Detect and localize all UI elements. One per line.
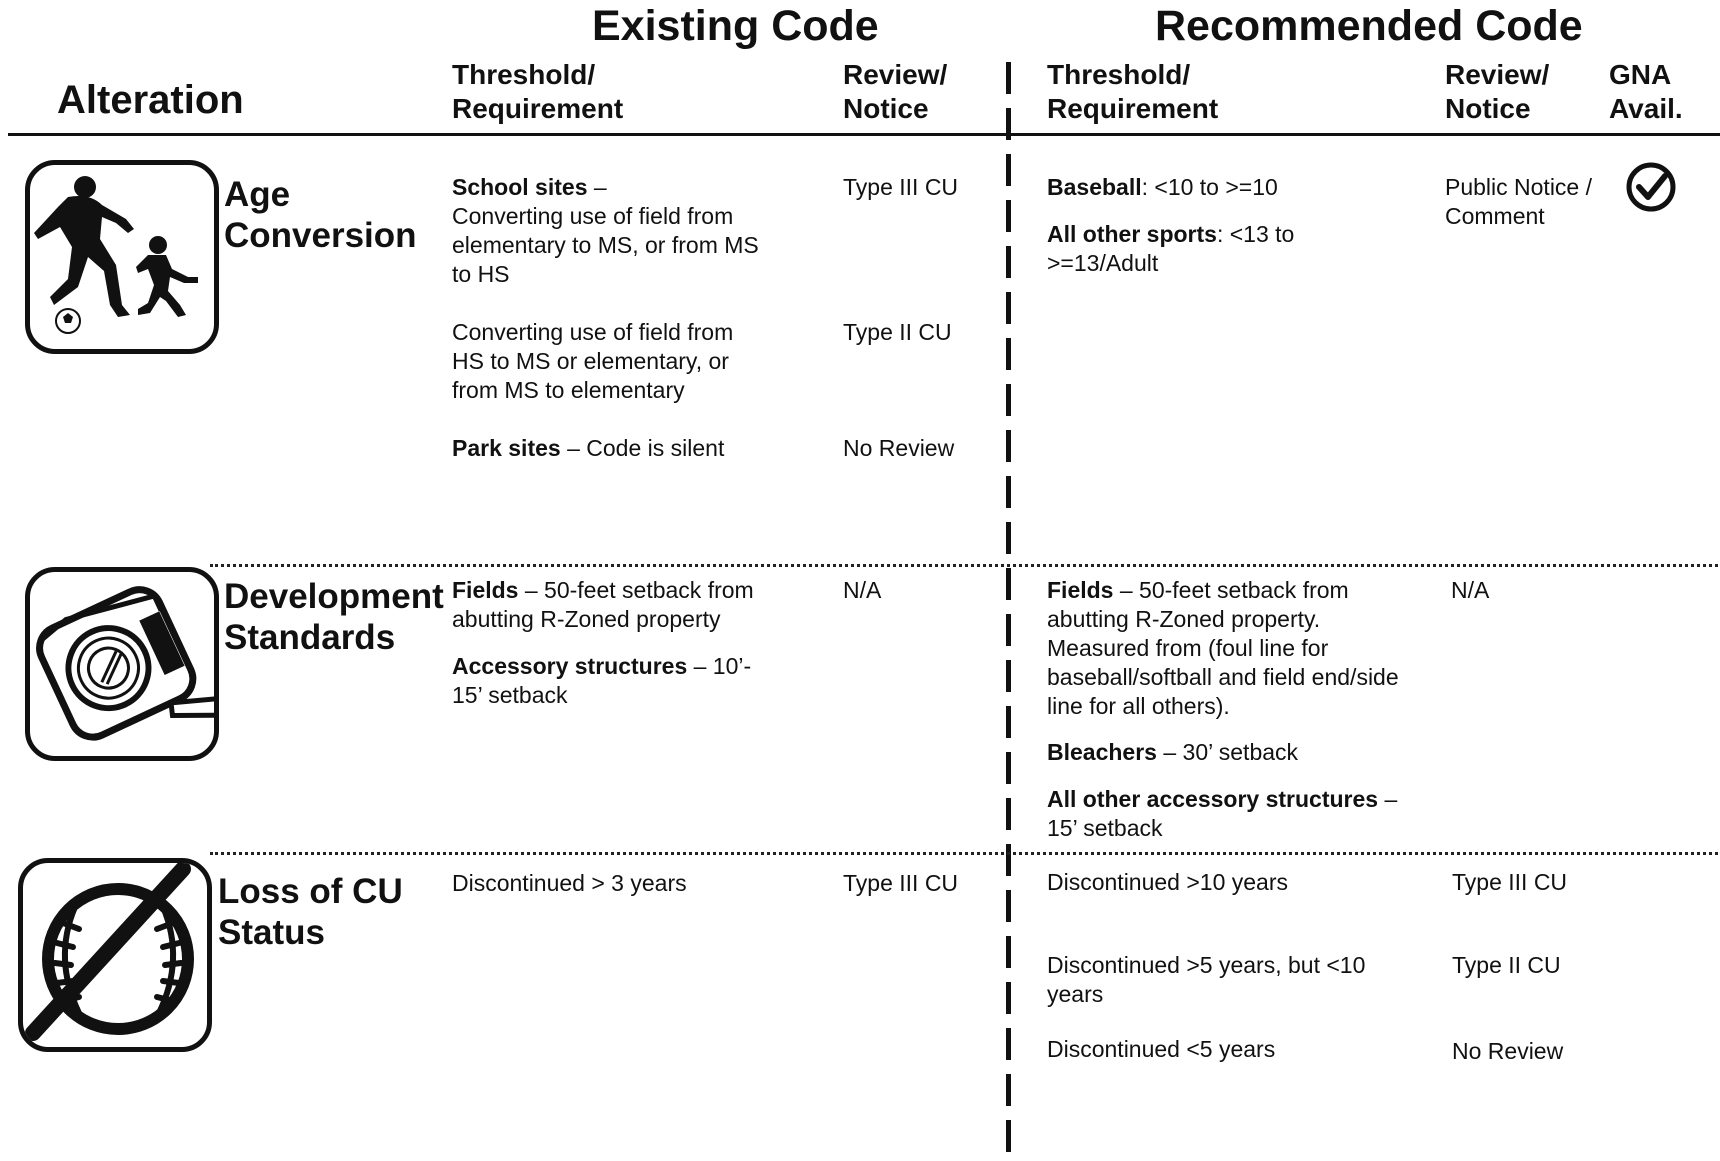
no-baseball-icon — [18, 858, 212, 1052]
age-recommended-baseball: Baseball: <10 to >=10 — [1047, 173, 1387, 202]
text-line: Comment — [1445, 203, 1545, 229]
text-line: line for all others). — [1047, 693, 1230, 719]
header-line: Threshold/ — [452, 59, 596, 90]
dev-recommended-accessory: All other accessory structures – 15’ set… — [1047, 785, 1427, 843]
age-park-sites-text: Park sites – Code is silent — [452, 434, 724, 463]
alteration-header: Alteration — [57, 78, 244, 122]
text-line: 15’ setback — [1047, 815, 1163, 841]
text-line: abutting R-Zoned property — [452, 606, 721, 632]
age-school-review: Type III CU — [843, 174, 959, 200]
school-sites-label: School sites — [452, 174, 588, 200]
text-span: – — [1378, 786, 1398, 812]
recommended-threshold-header: Threshold/ Requirement — [1047, 58, 1218, 126]
alteration-name-line: Age — [224, 175, 291, 214]
loss-recommended-r2-review: Type II CU — [1452, 952, 1561, 978]
header-line: Requirement — [452, 93, 624, 124]
header-line: Requirement — [1047, 93, 1219, 124]
dev-existing-fields: Fields – 50-feet setback from abutting R… — [452, 576, 792, 634]
all-other-accessory-label: All other accessory structures — [1047, 786, 1379, 812]
alteration-name-line: Status — [218, 913, 325, 952]
text-line: Converting use of field from — [452, 319, 734, 345]
gna-header: GNA Avail. — [1609, 58, 1683, 126]
loss-recommended-r3-review: No Review — [1452, 1038, 1564, 1064]
text-span: – — [587, 174, 607, 200]
dev-recommended-bleachers: Bleachers – 30’ setback — [1047, 738, 1427, 767]
header-line: GNA — [1609, 59, 1672, 90]
alteration-name-line: Standards — [224, 618, 396, 657]
dev-recommended-fields: Fields – 50-feet setback from abutting R… — [1047, 576, 1427, 721]
baseball-label: Baseball — [1047, 174, 1142, 200]
fields-label: Fields — [452, 577, 519, 603]
age-recommended-other-sports: All other sports: <13 to >=13/Adult — [1047, 220, 1387, 278]
existing-threshold-header: Threshold/ Requirement — [452, 58, 623, 126]
text-line: HS to MS or elementary, or — [452, 348, 729, 374]
text-line: 15’ setback — [452, 682, 568, 708]
bleachers-label: Bleachers — [1047, 739, 1157, 765]
alteration-name-line: Conversion — [224, 216, 417, 255]
recommended-review-header: Review/ Notice — [1445, 58, 1549, 126]
loss-existing-text: Discontinued > 3 years — [452, 870, 687, 896]
age-converting-review: Type II CU — [843, 319, 952, 345]
header-line: Review/ — [843, 59, 948, 90]
text-span: – 50-feet setback from — [1113, 577, 1349, 603]
alteration-name-line: Development — [224, 577, 444, 616]
age-park-review: No Review — [843, 435, 955, 461]
header-line: Review/ — [1445, 59, 1550, 90]
loss-recommended-r1: Discontinued >10 years — [1047, 869, 1289, 895]
text-line: baseball/softball and field end/side — [1047, 664, 1399, 690]
accessory-structures-label: Accessory structures — [452, 653, 688, 679]
text-span: – 10’- — [687, 653, 752, 679]
soccer-players-icon — [25, 160, 219, 354]
text-span: – 30’ setback — [1156, 739, 1299, 765]
age-school-sites-text: School sites – Converting use of field f… — [452, 173, 792, 289]
text-span: : <13 to — [1216, 221, 1295, 247]
alteration-name-line: Loss of CU — [218, 872, 403, 911]
text-line: Discontinued >5 years, but <10 — [1047, 952, 1366, 978]
dev-recommended-review: N/A — [1451, 577, 1490, 603]
text-span: – Code is silent — [560, 435, 725, 461]
text-line: years — [1047, 981, 1104, 1007]
text-span: : <10 to >=10 — [1141, 174, 1278, 200]
age-recommended-review: Public Notice / Comment — [1445, 173, 1592, 231]
other-sports-label: All other sports — [1047, 221, 1217, 247]
row-divider — [210, 852, 1718, 855]
dev-existing-accessory: Accessory structures – 10’- 15’ setback — [452, 652, 792, 710]
text-line: >=13/Adult — [1047, 250, 1159, 276]
text-line: abutting R-Zoned property. — [1047, 606, 1321, 632]
park-sites-label: Park sites — [452, 435, 561, 461]
header-line: Notice — [843, 93, 929, 124]
header-line: Threshold/ — [1047, 59, 1191, 90]
loss-existing-review: Type III CU — [843, 870, 959, 896]
loss-recommended-r1-review: Type III CU — [1452, 869, 1568, 895]
dev-existing-review: N/A — [843, 577, 882, 603]
header-rule — [8, 133, 1720, 136]
alteration-loss-of-cu-status: Loss of CU Status — [218, 871, 403, 953]
text-line: Public Notice / — [1445, 174, 1593, 200]
text-line: from MS to elementary — [452, 377, 685, 403]
checkmark-circle-icon — [1625, 161, 1677, 218]
header-line: Avail. — [1609, 93, 1683, 124]
loss-recommended-r3: Discontinued <5 years — [1047, 1036, 1276, 1062]
existing-code-title: Existing Code — [592, 2, 879, 50]
existing-review-header: Review/ Notice — [843, 58, 947, 126]
header-line: Notice — [1445, 93, 1531, 124]
text-line: Converting use of field from — [452, 203, 734, 229]
fields-label: Fields — [1047, 577, 1114, 603]
row-divider — [210, 564, 1718, 567]
tape-measure-icon — [25, 567, 219, 761]
text-line: Measured from (foul line for — [1047, 635, 1329, 661]
age-converting-text: Converting use of field from HS to MS or… — [452, 318, 792, 405]
alteration-age-conversion: Age Conversion — [224, 174, 417, 256]
alteration-development-standards: Development Standards — [224, 576, 444, 658]
text-line: elementary to MS, or from MS — [452, 232, 759, 258]
code-divider — [1006, 62, 1011, 1161]
loss-recommended-r2: Discontinued >5 years, but <10 years — [1047, 951, 1427, 1009]
text-span: – 50-feet setback from — [518, 577, 754, 603]
text-line: to HS — [452, 261, 510, 287]
recommended-code-title: Recommended Code — [1155, 2, 1583, 50]
